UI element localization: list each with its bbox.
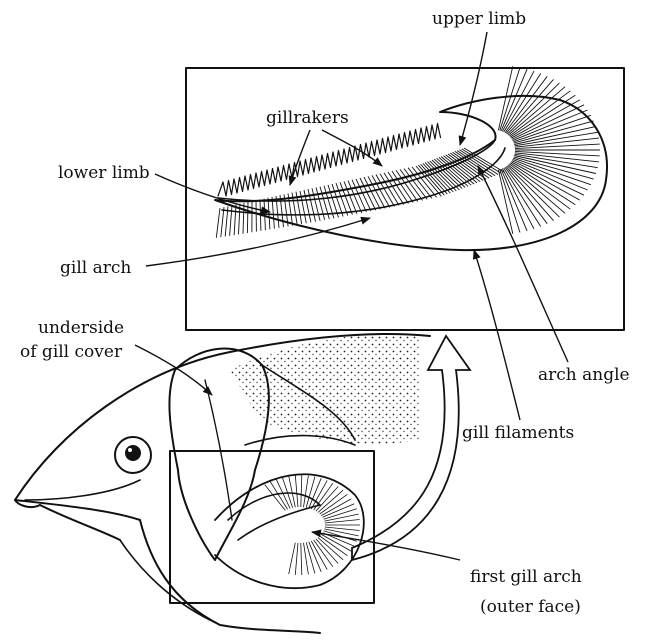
leader-arch-angle bbox=[478, 166, 568, 362]
leader-gillrakers-1 bbox=[290, 130, 310, 185]
label-outer-face: (outer face) bbox=[480, 597, 581, 617]
label-underside-1: underside bbox=[38, 318, 124, 338]
leader-gill-filaments bbox=[474, 250, 520, 420]
label-gillrakers: gillrakers bbox=[266, 108, 349, 128]
label-gill-filaments: gill filaments bbox=[462, 423, 574, 443]
leader-gill-arch bbox=[146, 218, 370, 266]
filament-lines bbox=[216, 66, 600, 238]
leader-lower-limb bbox=[155, 174, 270, 212]
label-first-gill-arch: first gill arch bbox=[470, 567, 582, 587]
label-underside-2: of gill cover bbox=[20, 342, 123, 362]
inset-gill-arch bbox=[186, 66, 624, 330]
fish-body-stipple bbox=[230, 334, 420, 444]
label-lower-limb: lower limb bbox=[58, 163, 150, 183]
leader-upper-limb bbox=[460, 32, 487, 145]
label-gill-arch: gill arch bbox=[60, 258, 131, 278]
fish-head bbox=[15, 334, 430, 633]
label-upper-limb: upper limb bbox=[432, 9, 526, 29]
detail-frame bbox=[170, 451, 374, 603]
label-arch-angle: arch angle bbox=[538, 365, 630, 385]
